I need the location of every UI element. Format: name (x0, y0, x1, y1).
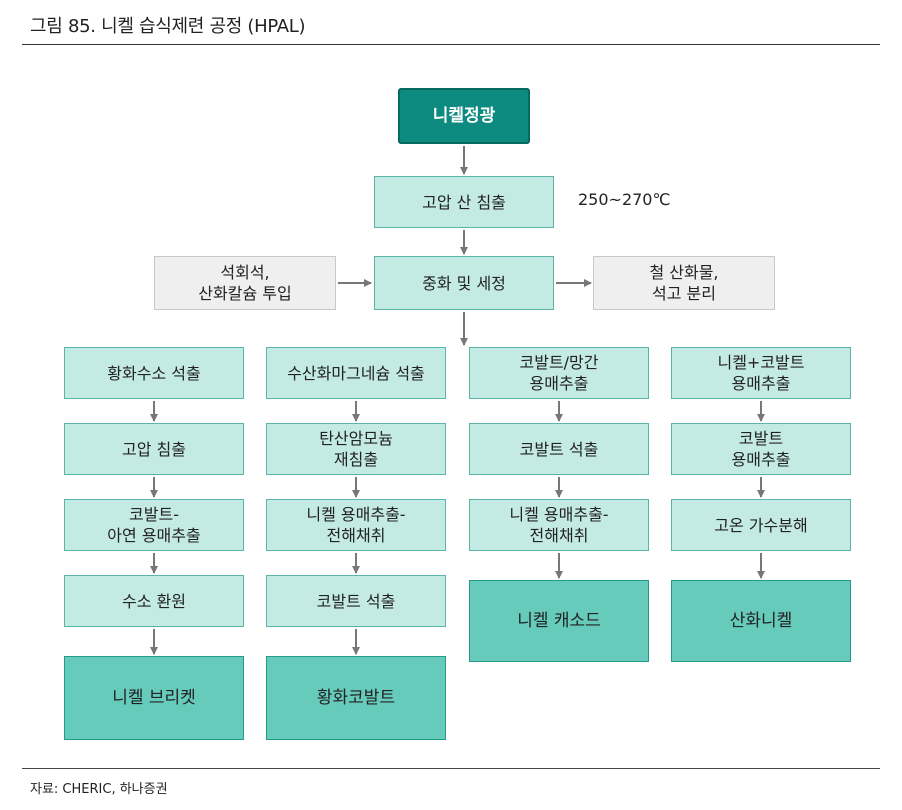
node-nickel-ore: 니켈정광 (398, 88, 530, 144)
source-note: 자료: CHERIC, 하나증권 (30, 782, 168, 797)
page-title: 그림 85. 니켈 습식제련 공정 (HPAL) (30, 16, 306, 37)
col1-step2: 고압 침출 (64, 423, 244, 475)
col3-step1: 코발트/망간 용매추출 (469, 347, 649, 399)
col3-step2: 코발트 석출 (469, 423, 649, 475)
col3-step3: 니켈 용매추출- 전해채취 (469, 499, 649, 551)
top-divider (22, 44, 880, 45)
col4-product: 산화니켈 (671, 580, 851, 662)
node-neutralization-washing: 중화 및 세정 (374, 256, 554, 310)
col2-step3: 니켈 용매추출- 전해채취 (266, 499, 446, 551)
col1-step3: 코발트- 아연 용매추출 (64, 499, 244, 551)
col3-product: 니켈 캐소드 (469, 580, 649, 662)
col4-step2: 코발트 용매추출 (671, 423, 851, 475)
temperature-note: 250~270℃ (578, 190, 671, 209)
col2-product: 황화코발트 (266, 656, 446, 740)
bottom-divider (22, 768, 880, 769)
col2-step4: 코발트 석출 (266, 575, 446, 627)
col1-step4: 수소 환원 (64, 575, 244, 627)
col2-step2: 탄산암모늄 재침출 (266, 423, 446, 475)
col4-step1: 니켈+코발트 용매추출 (671, 347, 851, 399)
node-high-pressure-acid-leach: 고압 산 침출 (374, 176, 554, 228)
col1-step1: 황화수소 석출 (64, 347, 244, 399)
col4-step3: 고온 가수분해 (671, 499, 851, 551)
node-iron-gypsum-removal: 철 산화물, 석고 분리 (593, 256, 775, 310)
node-limestone-input: 석회석, 산화칼슘 투입 (154, 256, 336, 310)
col2-step1: 수산화마그네슘 석출 (266, 347, 446, 399)
col1-product: 니켈 브리켓 (64, 656, 244, 740)
